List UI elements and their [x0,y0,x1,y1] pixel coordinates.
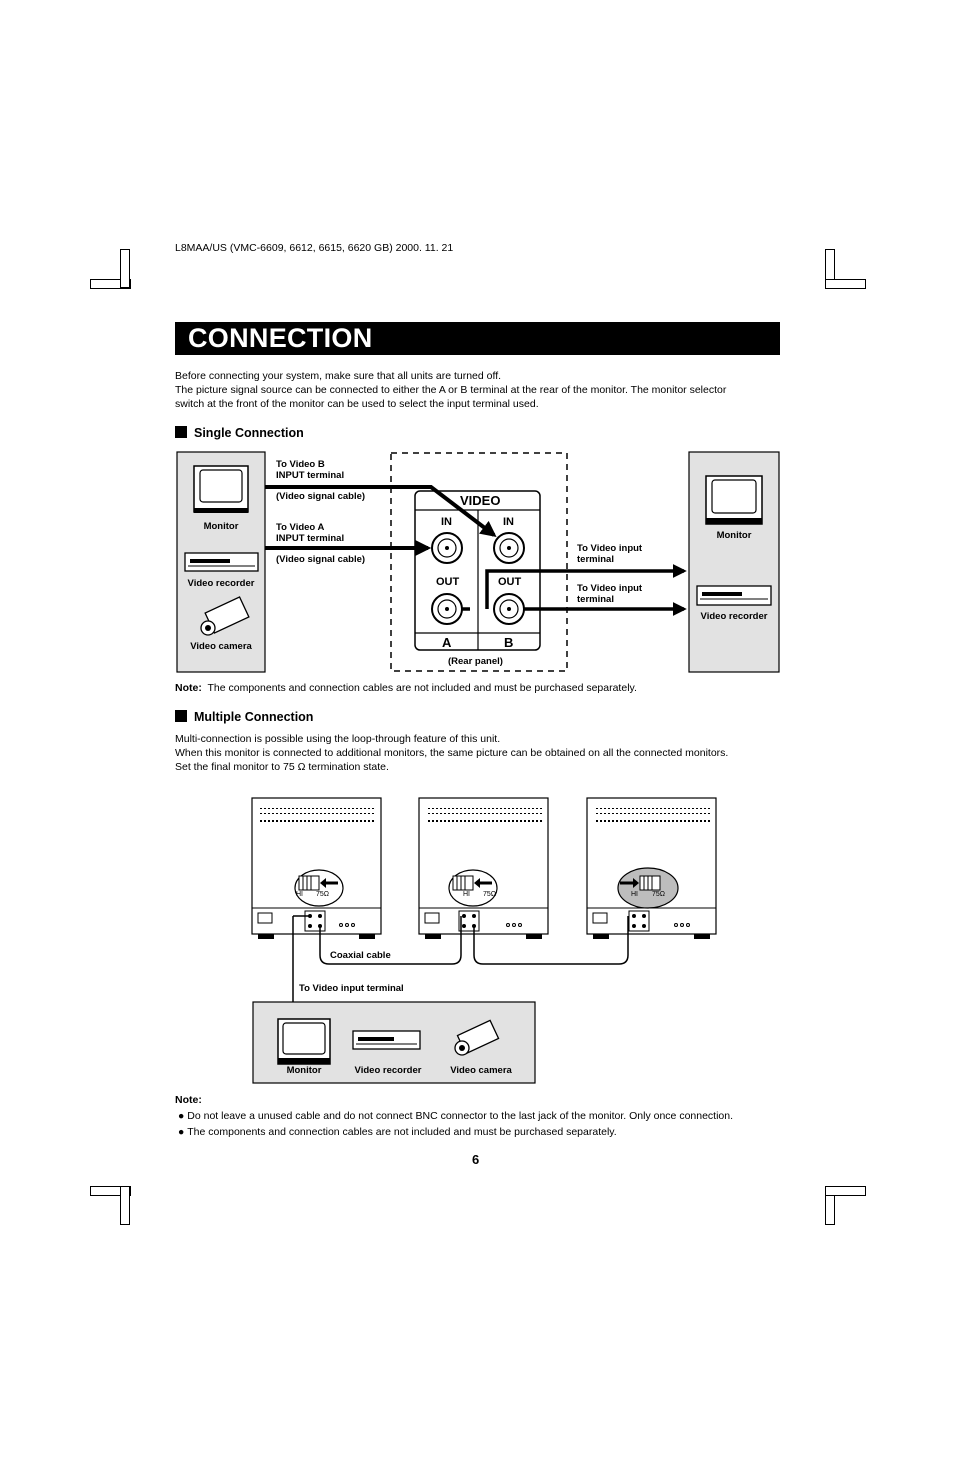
intro-line: switch at the front of the monitor can b… [175,398,539,410]
to-video-b-label: To Video B INPUT terminal [276,459,345,481]
page-number: 6 [472,1152,480,1167]
bnc-connector-a-in [431,532,463,564]
cable-out-to-monitor [485,564,687,609]
monitor-rear-3 [586,797,717,939]
switch-75-label: 75Ω [316,891,330,898]
video-camera-icon [454,1019,500,1056]
monitor-rear-1 [251,797,382,939]
to-video-input-label: To Video input terminal [299,983,404,994]
document-meta: L8MAA/US (VMC-6609, 6612, 6615, 6620 GB)… [175,242,454,254]
monitor-icon [277,1018,331,1065]
monitor-icon [705,475,763,525]
coaxial-cable-1-2 [319,916,462,965]
bullet-icon: ● [178,1126,185,1138]
page-title: CONNECTION [188,323,373,353]
cable-label: (Video signal cable) [276,491,366,502]
intro-line: When this monitor is connected to additi… [175,747,729,759]
switch-hi-label: HI [631,891,638,898]
video-camera-icon [200,596,250,636]
to-video-a-label: To Video A INPUT terminal [276,522,345,544]
left-device-label: Video recorder [187,578,255,589]
multiple-connection-heading: Multiple Connection [175,710,313,724]
multiple-intro: Multi-connection is possible using the l… [175,732,785,774]
single-note: Note: The components and connection cabl… [175,682,637,694]
coaxial-cable-label: Coaxial cable [330,950,391,961]
cable-to-video-b [265,485,497,537]
rear-panel-label: (Rear panel) [448,656,503,667]
col-label-b: B [504,635,514,650]
bnc-connector-a-out [431,593,463,625]
crop-mark-top-left-h [90,279,131,289]
crop-mark-bottom-left-v [120,1186,130,1225]
switch-75-label: 75Ω [652,891,666,898]
bottom-device-label: Video camera [450,1065,512,1076]
intro-line: Set the final monitor to 75 Ω terminatio… [175,761,389,773]
single-connection-heading: Single Connection [175,426,304,440]
intro-line: The picture signal source can be connect… [175,384,727,396]
out-label-1: To Video input terminal [577,543,643,565]
switch-hi-label: HI [463,891,470,898]
bullet-icon: ● [178,1110,185,1122]
note-item: ● The components and connection cables a… [178,1126,617,1138]
video-recorder-icon [352,1030,421,1050]
notes-heading: Note: [175,1094,202,1106]
right-device-label: Video recorder [700,611,768,622]
note-item: ● Do not leave a unused cable and do not… [178,1110,734,1122]
left-device-label: Video camera [190,641,252,652]
crop-mark-top-right-h [825,279,866,289]
out-label-2: To Video input terminal [577,583,643,605]
left-device-label: Monitor [203,521,239,532]
crop-mark-top-left-v [120,249,130,288]
heading-square-icon [175,426,187,438]
crop-mark-bottom-left-h [90,1186,131,1196]
bnc-connector-b-in [493,532,525,564]
right-device-label: Monitor [716,530,752,541]
bottom-device-label: Video recorder [354,1065,422,1076]
video-recorder-icon [696,585,772,606]
in-label-a: IN [441,516,452,528]
page-title-bar: CONNECTION [175,322,780,355]
bottom-device-label: Monitor [286,1065,322,1076]
cable-label: (Video signal cable) [276,554,366,565]
coaxial-cable-2-3 [473,916,629,965]
out-label-a: OUT [436,576,460,588]
intro-line: Multi-connection is possible using the l… [175,733,501,745]
switch-75-label: 75Ω [483,891,497,898]
monitor-icon [193,465,249,513]
intro-line: Before connecting your system, make sure… [175,370,502,382]
out-label-b: OUT [498,576,522,588]
heading-square-icon [175,710,187,722]
intro-paragraph: Before connecting your system, make sure… [175,369,785,411]
video-recorder-icon [184,552,259,572]
panel-title: VIDEO [460,493,501,508]
switch-hi-label: HI [296,891,303,898]
in-label-b: IN [503,516,514,528]
crop-mark-bottom-right-h [825,1186,866,1196]
col-label-a: A [442,635,452,650]
monitor-rear-2 [418,797,549,939]
rear-panel-outline [390,452,568,672]
